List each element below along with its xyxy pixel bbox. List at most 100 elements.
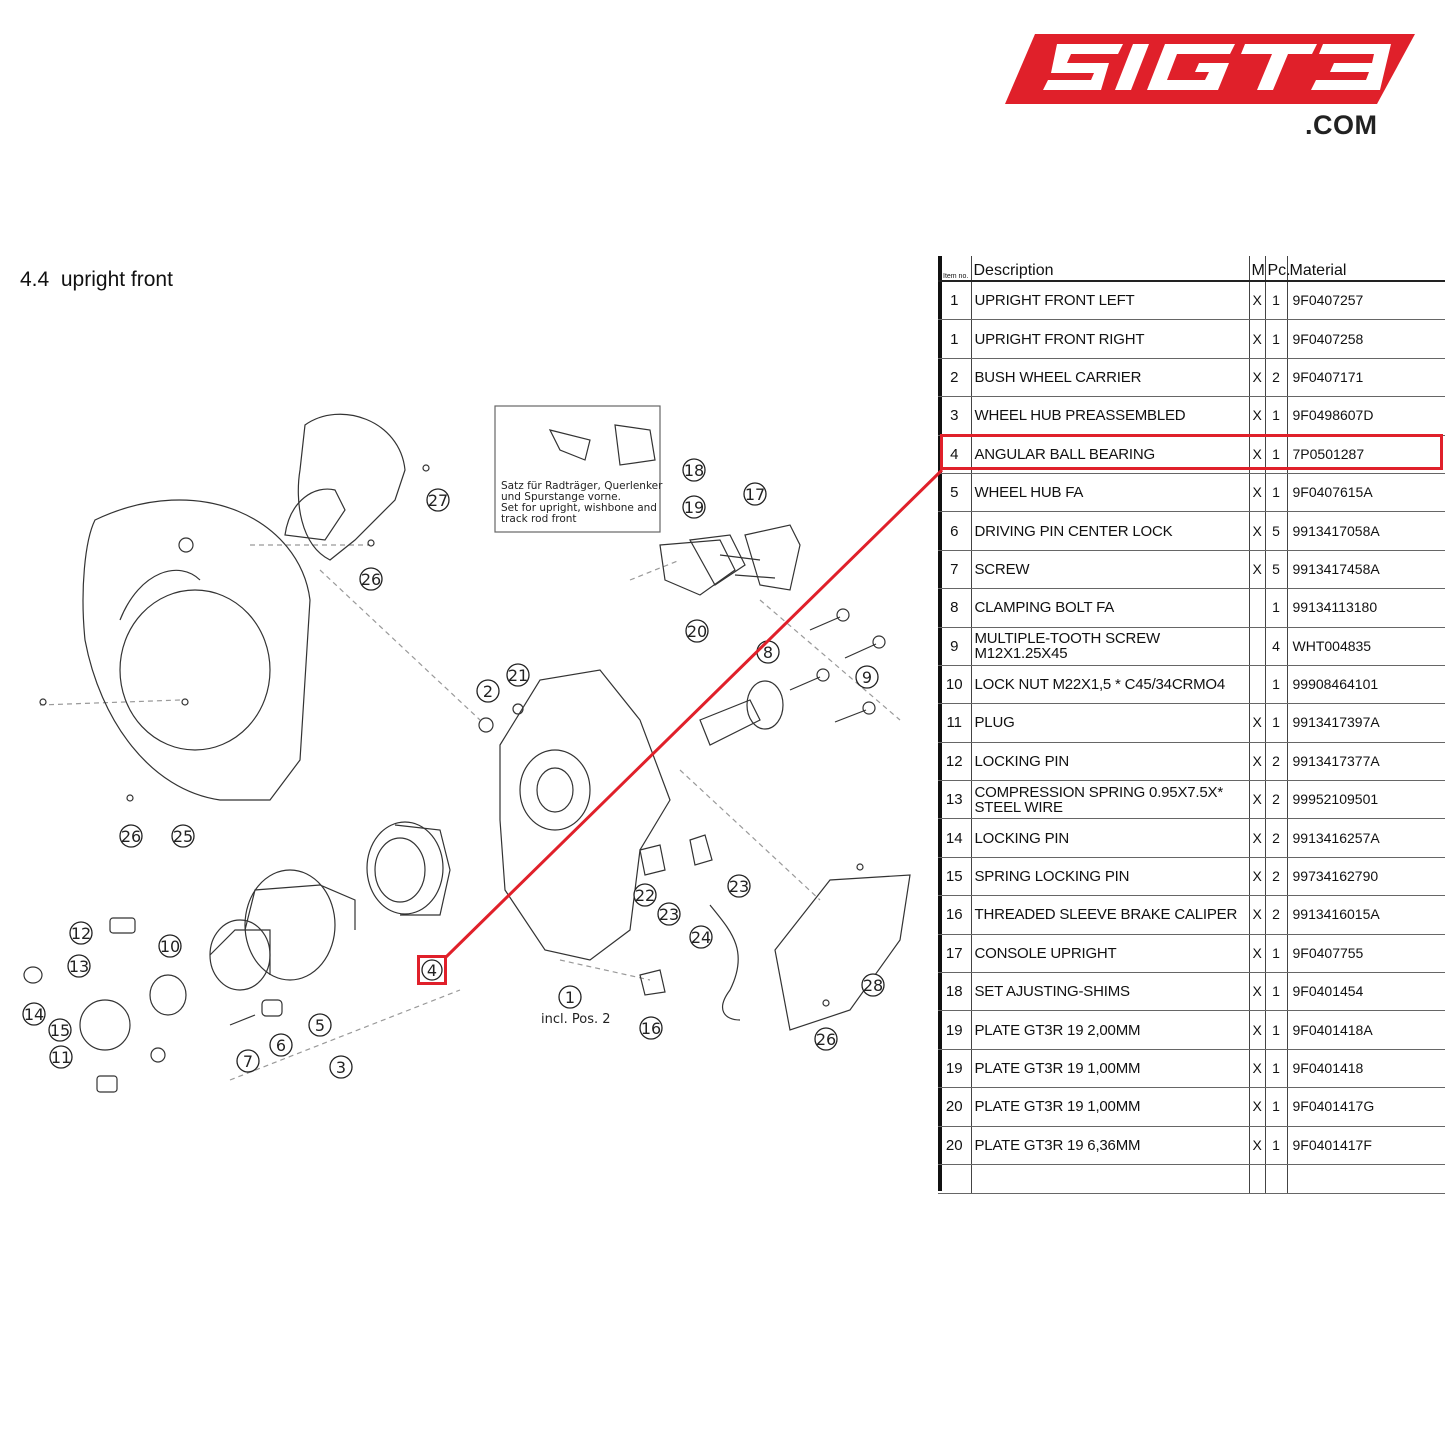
callout-22[interactable]: 22 <box>633 883 657 907</box>
callout-11[interactable]: 11 <box>49 1045 73 1069</box>
svg-text:27: 27 <box>428 491 448 510</box>
callout-21[interactable]: 21 <box>506 663 530 687</box>
callout-20[interactable]: 20 <box>685 619 709 643</box>
cell-pc: 1 <box>1265 319 1288 359</box>
cell-item-no: 9 <box>938 627 972 666</box>
callout-10[interactable]: 10 <box>158 934 182 958</box>
callout-7[interactable]: 7 <box>236 1049 260 1073</box>
cell-material: 9F0407615A <box>1287 473 1445 513</box>
logo-domain: .COM <box>1305 110 1378 140</box>
cell-material: 99952109501 <box>1287 780 1445 820</box>
callout-28[interactable]: 28 <box>861 973 885 997</box>
svg-text:4: 4 <box>427 961 437 980</box>
cell-pc: 1 <box>1265 435 1288 474</box>
cell-m: X <box>1249 895 1266 935</box>
cell-item-no: 10 <box>938 665 972 705</box>
callout-14[interactable]: 14 <box>22 1002 46 1026</box>
cell-material: 9F0401417F <box>1287 1126 1445 1165</box>
cell-description: PLATE GT3R 19 1,00MM <box>971 1049 1250 1089</box>
callout-5[interactable]: 5 <box>308 1013 332 1037</box>
cell-m: X <box>1249 435 1266 474</box>
svg-text:22: 22 <box>635 886 655 905</box>
callout-9[interactable]: 9 <box>855 665 879 689</box>
callout-18[interactable]: 18 <box>682 458 706 482</box>
svg-text:20: 20 <box>687 622 707 641</box>
empty-cell <box>1287 1164 1445 1194</box>
callout-26[interactable]: 26 <box>814 1027 838 1051</box>
callout-4[interactable]: 4 <box>421 959 443 981</box>
cell-m: X <box>1249 1010 1266 1050</box>
callout-1[interactable]: 1 <box>558 985 582 1009</box>
cell-item-no: 11 <box>938 703 972 743</box>
cell-pc: 1 <box>1265 665 1288 705</box>
callout-8[interactable]: 8 <box>756 640 780 664</box>
cell-m: X <box>1249 396 1266 436</box>
cell-m: X <box>1249 473 1266 513</box>
empty-cell <box>1249 1164 1266 1194</box>
callout-27[interactable]: 27 <box>426 488 450 512</box>
cell-description: CLAMPING BOLT FA <box>971 588 1250 628</box>
callout-24[interactable]: 24 <box>689 925 713 949</box>
cell-pc: 1 <box>1265 396 1288 436</box>
callout-16[interactable]: 16 <box>639 1016 663 1040</box>
callout-13[interactable]: 13 <box>67 954 91 978</box>
svg-text:13: 13 <box>69 957 89 976</box>
cell-description: DRIVING PIN CENTER LOCK <box>971 511 1250 551</box>
cell-pc: 1 <box>1265 1126 1288 1165</box>
cell-item-no: 18 <box>938 972 972 1012</box>
highlighted-callout-outline <box>417 955 447 985</box>
cell-m: X <box>1249 857 1266 897</box>
callout-17[interactable]: 17 <box>743 482 767 506</box>
svg-text:2: 2 <box>483 682 493 701</box>
cell-material: 99734162790 <box>1287 857 1445 897</box>
callout-25[interactable]: 25 <box>171 824 195 848</box>
incl-note: incl. Pos. 2 <box>541 1012 611 1027</box>
callout-26[interactable]: 26 <box>359 567 383 591</box>
cell-pc: 1 <box>1265 281 1288 321</box>
svg-text:23: 23 <box>729 877 749 896</box>
callout-19[interactable]: 19 <box>682 495 706 519</box>
header-m: M <box>1249 256 1266 282</box>
cell-description: SPRING LOCKING PIN <box>971 857 1250 897</box>
svg-text:25: 25 <box>173 827 193 846</box>
callout-6[interactable]: 6 <box>269 1033 293 1057</box>
cell-pc: 2 <box>1265 818 1288 858</box>
cell-material: 9F0407257 <box>1287 281 1445 321</box>
callout-23[interactable]: 23 <box>727 874 751 898</box>
callout-12[interactable]: 12 <box>69 921 93 945</box>
cell-m: X <box>1249 1087 1266 1127</box>
svg-text:1: 1 <box>565 988 575 1007</box>
cell-description: COMPRESSION SPRING 0.95X7.5X* STEEL WIRE <box>971 780 1250 820</box>
callout-15[interactable]: 15 <box>48 1018 72 1042</box>
callout-23[interactable]: 23 <box>657 902 681 926</box>
svg-text:26: 26 <box>816 1030 836 1049</box>
svg-text:16: 16 <box>641 1019 661 1038</box>
cell-item-no: 19 <box>938 1049 972 1089</box>
callout-26[interactable]: 26 <box>119 824 143 848</box>
callout-3[interactable]: 3 <box>329 1055 353 1079</box>
callout-2[interactable]: 2 <box>476 679 500 703</box>
cell-material: 99908464101 <box>1287 665 1445 705</box>
